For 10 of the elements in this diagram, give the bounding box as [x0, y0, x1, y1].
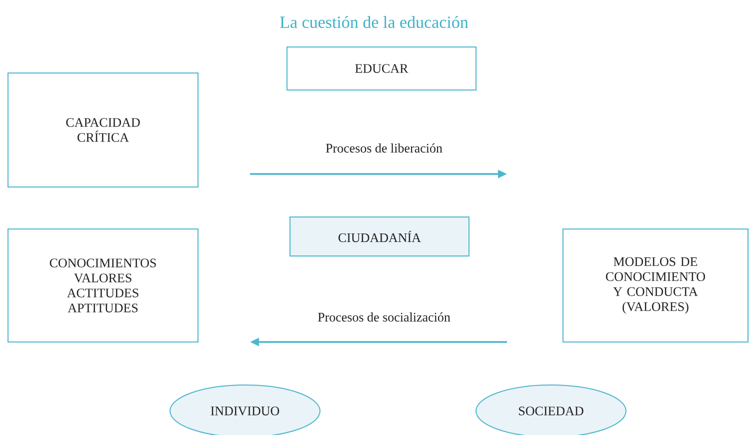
- arrow-label: Procesos de liberación: [326, 143, 442, 153]
- process-box: CAPACIDAD CRÍTICA: [8, 72, 198, 188]
- oval: SOCIEDAD: [476, 384, 626, 435]
- title: La cuestión de la educación: [280, 16, 468, 28]
- process-box: MODELOS DE CONOCIMIENTO Y CONDUCTA (VALORES): [562, 228, 748, 342]
- highlighted-box: CIUDADANÍA: [290, 216, 470, 256]
- oval: INDIVIDUO: [170, 384, 320, 435]
- arrow-label: Procesos de socialización: [318, 312, 450, 322]
- process-box: EDUCAR: [286, 46, 476, 90]
- process-box: CONOCIMIENTOS VALORES ACTITUDES APTITUDES: [8, 228, 198, 342]
